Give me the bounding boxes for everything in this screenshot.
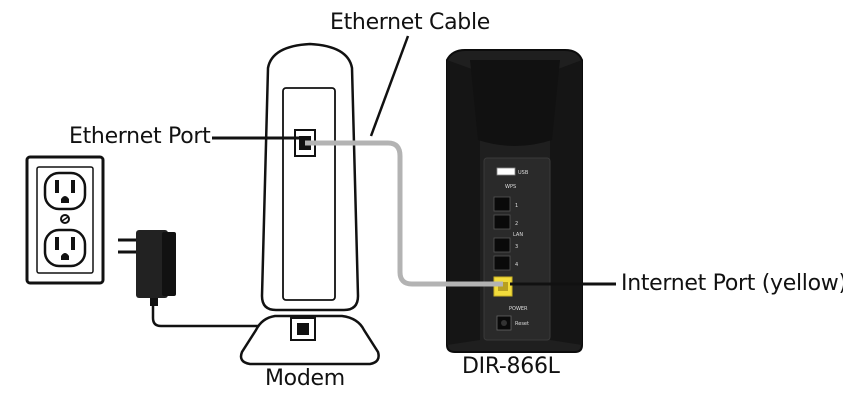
lan-port-1: 1 [493, 196, 518, 212]
ethernet-cable-leader [369, 35, 410, 137]
lan-port-2: 2 [493, 214, 518, 230]
internet-port-label: Internet Port (yellow) [621, 271, 843, 296]
ethernet-cable-label: Ethernet Cable [330, 10, 491, 35]
lan-port-1-number: 1 [515, 203, 518, 209]
wps-label: WPS [505, 184, 516, 190]
ethernet-port-label: Ethernet Port [69, 124, 211, 149]
modem-icon [239, 42, 380, 366]
lan-label: LAN [513, 232, 523, 238]
router-model-label: DIR-866L [462, 354, 560, 379]
usb-label: USB [518, 170, 529, 176]
reset-label: Reset [515, 321, 529, 327]
lan-port-3: 3 [493, 237, 518, 253]
power-adapter-icon [118, 230, 176, 306]
power-label: POWER [509, 306, 528, 312]
lan-port-2-number: 2 [515, 221, 518, 227]
lan-port-3-number: 3 [515, 244, 518, 250]
power-cord [151, 306, 300, 328]
lan-port-4-number: 4 [515, 262, 518, 268]
lan-port-4: 4 [493, 255, 518, 271]
wall-outlet-icon [25, 155, 105, 285]
modem-label: Modem [265, 366, 345, 391]
router-icon: USB WPS 1 2 LAN 3 4 POWER Reset [446, 49, 583, 353]
ethernet-cable [305, 140, 503, 287]
